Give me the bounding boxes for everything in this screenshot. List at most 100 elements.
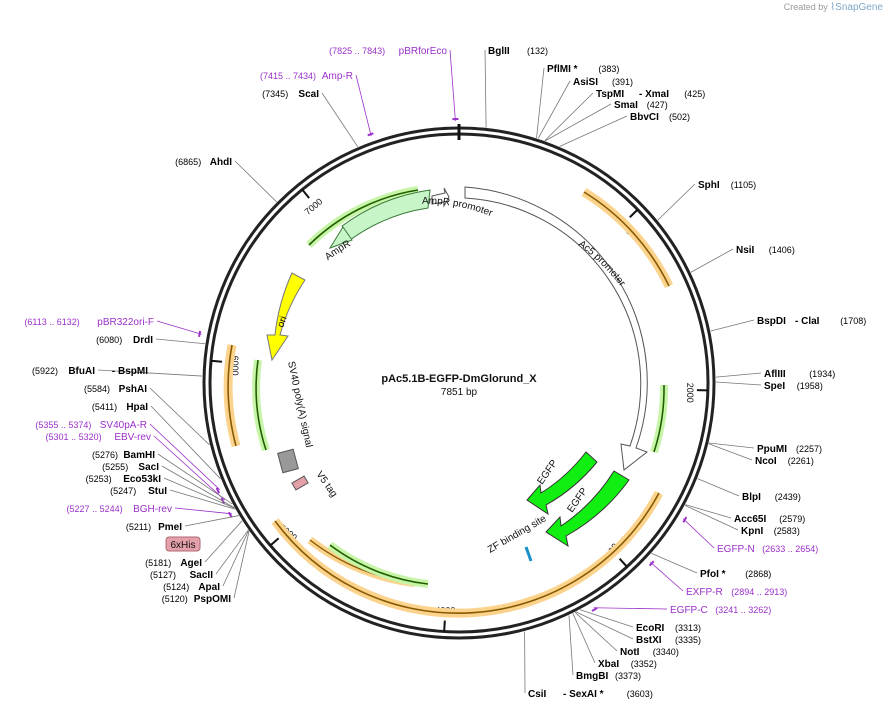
site-name: SphI bbox=[698, 180, 720, 191]
site-coord: (2261) bbox=[788, 456, 814, 466]
site-coord: (425) bbox=[684, 89, 705, 99]
ampr-promoter-arrow bbox=[431, 187, 450, 208]
site-coord: (2257) bbox=[796, 444, 822, 454]
site-coord: (5227 .. 5244) bbox=[67, 504, 123, 514]
site-label-HpaI: HpaI(5411) bbox=[92, 402, 148, 413]
leader-line bbox=[544, 92, 594, 142]
site-name: TspMI bbox=[596, 89, 624, 100]
leader-line bbox=[536, 67, 545, 139]
site-name: BamHI bbox=[123, 450, 155, 461]
leader-line bbox=[568, 615, 574, 676]
primer-mark bbox=[682, 516, 688, 523]
credit-brand: ⌇SnapGene bbox=[830, 2, 883, 13]
site-label-AgeI: AgeI(5181) bbox=[145, 558, 202, 569]
primer-mark bbox=[591, 607, 598, 612]
site-name: AflIII bbox=[764, 369, 786, 380]
site-coord: (2579) bbox=[779, 514, 805, 524]
site-label-BspMI: - BspMI bbox=[112, 366, 148, 377]
site-label-pBR322ori: pBR322ori-F(6113 .. 6132) bbox=[24, 317, 154, 328]
leader-line bbox=[169, 489, 236, 510]
site-coord: (7345) bbox=[262, 89, 288, 99]
leader-line bbox=[149, 423, 220, 491]
site-label-AmpR-primer: Amp-R(7415 .. 7434) bbox=[260, 71, 353, 82]
site-name: SV40pA-R bbox=[100, 420, 147, 431]
leader-line bbox=[215, 529, 249, 575]
site-name: BGH-rev bbox=[133, 504, 172, 515]
tick-label: 7000 bbox=[303, 196, 325, 217]
site-name: - XmaI bbox=[639, 89, 669, 100]
credit-prefix: Created by bbox=[783, 2, 828, 12]
leader-line bbox=[651, 552, 698, 574]
site-label-XmaI: - XmaI (425) bbox=[639, 89, 705, 100]
site-name: PflMI * bbox=[547, 64, 578, 75]
primer-mark bbox=[367, 132, 374, 137]
site-coord: (5247) bbox=[110, 486, 136, 496]
site-label-Acc65I: Acc65I(2579) bbox=[734, 514, 805, 525]
v5-box bbox=[291, 475, 309, 491]
site-label-NotI: NotI(3340) bbox=[620, 647, 679, 658]
sv40-box bbox=[277, 448, 299, 474]
feature-label-sv40: SV40 poly(A) signal bbox=[285, 360, 314, 448]
plasmid-length: 7851 bp bbox=[441, 387, 478, 398]
site-name: KpnI bbox=[741, 526, 763, 537]
site-coord: (5253) bbox=[86, 474, 112, 484]
site-name: NcoI bbox=[755, 456, 777, 467]
feature-label-ac5: Ac5 promoter bbox=[576, 239, 627, 290]
leader-line bbox=[484, 49, 487, 128]
site-label-ClaI: - ClaI(1708) bbox=[795, 316, 866, 327]
zf-site bbox=[524, 546, 533, 562]
site-name: CsiI bbox=[528, 689, 547, 700]
site-name: BbvCI bbox=[630, 112, 659, 123]
primer-mark bbox=[227, 511, 233, 518]
site-coord: (3335) bbox=[675, 635, 701, 645]
snapgene-credit: Created by ⌇SnapGene bbox=[784, 2, 883, 13]
leader-line bbox=[537, 80, 571, 139]
site-label-CsiI: CsiI bbox=[528, 689, 547, 700]
tick-mark bbox=[210, 359, 223, 363]
site-label-XbaI: XbaI(3352) bbox=[598, 659, 657, 670]
site-name: Amp-R bbox=[322, 71, 353, 82]
leader-line bbox=[449, 49, 456, 122]
site-name: PfoI * bbox=[700, 569, 726, 580]
leader-line bbox=[156, 320, 202, 335]
leader-line bbox=[174, 507, 233, 515]
leader-line bbox=[579, 609, 634, 628]
site-label-SphI: SphI(1105) bbox=[698, 180, 756, 191]
feature-label-ori: ori bbox=[275, 315, 289, 329]
site-coord: (5255) bbox=[102, 462, 128, 472]
leader-line bbox=[155, 338, 206, 345]
site-coord: (383) bbox=[598, 64, 619, 74]
site-name: PshAI bbox=[119, 384, 148, 395]
site-label-BlpI: BlpI(2439) bbox=[742, 492, 801, 503]
site-label-KpnI: KpnI(2583) bbox=[741, 526, 800, 537]
tick-mark bbox=[629, 208, 639, 218]
site-name: EXFP-R bbox=[686, 587, 723, 598]
primer-mark bbox=[198, 330, 202, 338]
site-coord: (6865) bbox=[175, 157, 201, 167]
site-label-BGH-rev: BGH-rev (5227 .. 5244) bbox=[67, 504, 172, 515]
site-coord: (7825 .. 7843) bbox=[329, 46, 385, 56]
site-label-PpuMI: PpuMI(2257) bbox=[757, 444, 822, 455]
site-name: - SexAI * bbox=[563, 689, 604, 700]
site-name: AsiSI bbox=[573, 77, 598, 88]
site-label-AflIII: AflIII(1934) bbox=[764, 369, 835, 380]
site-label-NcoI: NcoI (2261) bbox=[755, 456, 814, 467]
features-layer bbox=[223, 186, 674, 618]
site-name: BspDI bbox=[757, 316, 786, 327]
site-name: DrdI bbox=[133, 335, 153, 346]
leader-line bbox=[697, 478, 740, 497]
primer-mark bbox=[215, 487, 221, 494]
site-name: SacI bbox=[138, 462, 159, 473]
site-name: SacII bbox=[190, 570, 214, 581]
site-label-BamHI: BamHI(5276) bbox=[92, 450, 155, 461]
site-coord: (2894 .. 2913) bbox=[731, 587, 787, 597]
site-name: BlpI bbox=[742, 492, 761, 503]
site-coord: (502) bbox=[669, 112, 690, 122]
tick-label: 6000 bbox=[230, 356, 240, 376]
tick-label: 2000 bbox=[685, 383, 695, 403]
leader-line bbox=[544, 103, 612, 142]
site-coord: (1406) bbox=[769, 245, 795, 255]
site-label-PspOMI: PspOMI(5120) bbox=[162, 594, 231, 605]
site-name: pBR322ori-F bbox=[97, 317, 154, 328]
